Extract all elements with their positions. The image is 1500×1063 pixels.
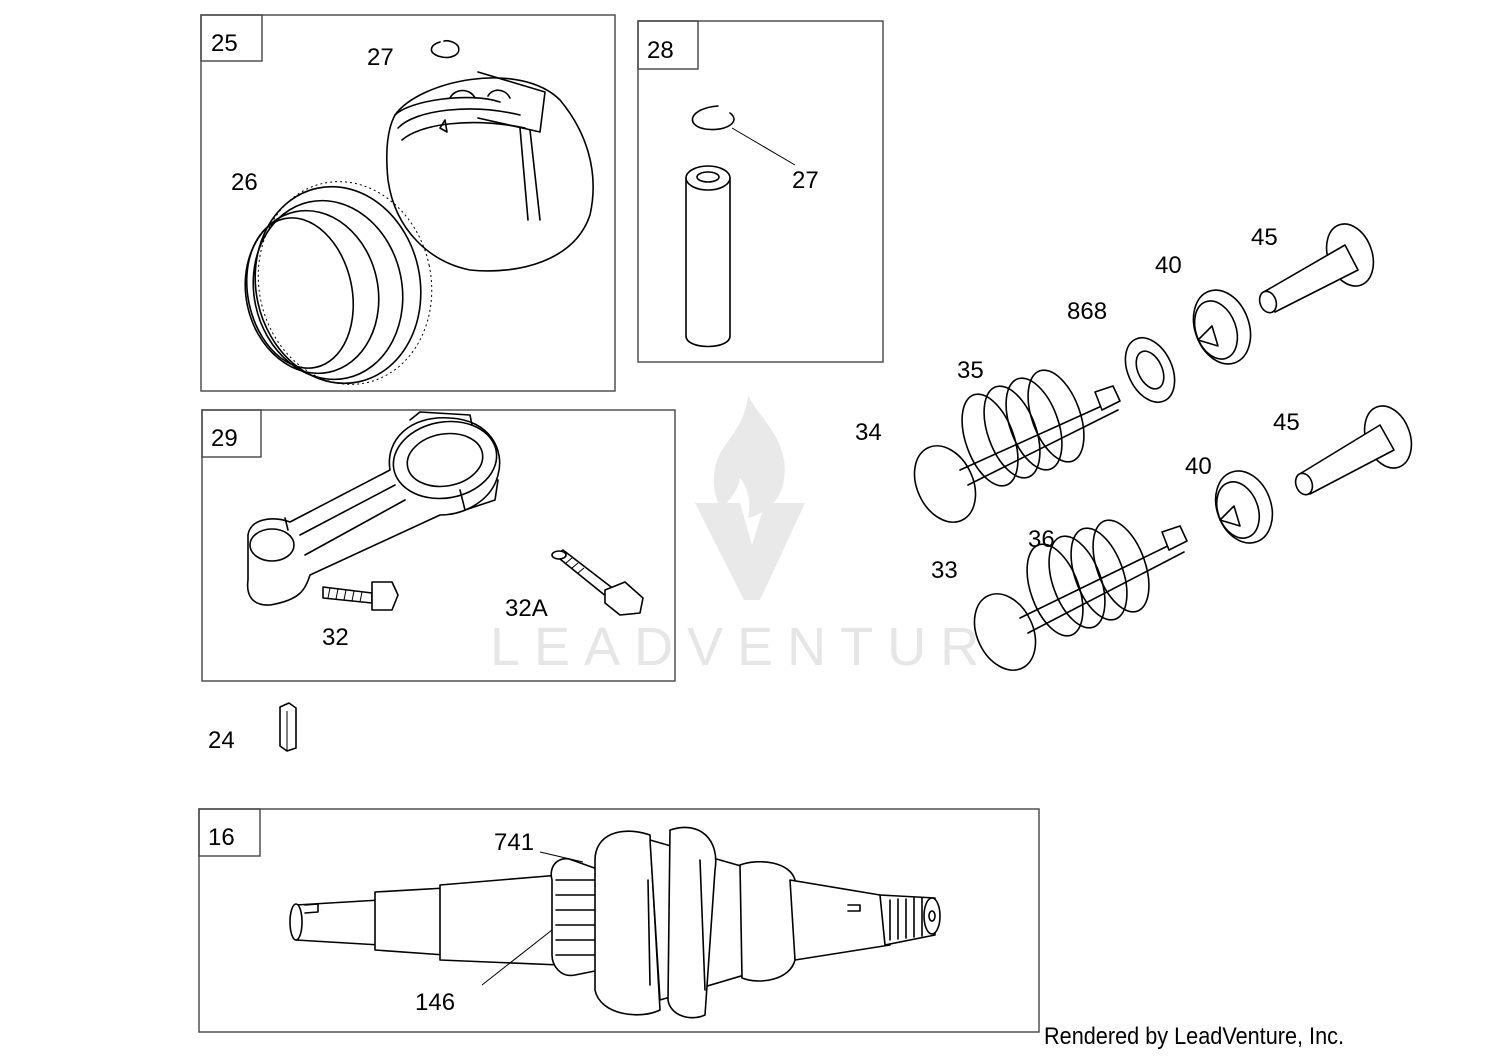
callout-45-lifter-top: 45 — [1251, 224, 1278, 251]
callout-40-retainer-top: 40 — [1155, 252, 1182, 279]
key-24: 24 — [208, 702, 297, 754]
group-28-tag-box — [637, 20, 699, 70]
spring-upper — [961, 369, 1085, 487]
lifter-upper — [1258, 223, 1375, 314]
callout-24-key: 24 — [208, 727, 235, 754]
callout-40-retainer-bottom: 40 — [1185, 453, 1212, 480]
crankshaft — [289, 826, 941, 1019]
watermark: LEADVENTURE — [490, 395, 1043, 677]
group-29-number: 29 — [211, 425, 238, 452]
leader-741 — [539, 851, 584, 863]
callout-868-washer: 868 — [1067, 298, 1107, 325]
watermark-flame-icon — [713, 395, 785, 518]
spring-lower — [1026, 519, 1150, 637]
callout-36-spring: 36 — [1028, 526, 1055, 553]
callout-34-valve: 34 — [855, 419, 882, 446]
group-29: 29 — [201, 409, 676, 682]
watermark-text: LEADVENTURE — [490, 617, 1043, 677]
callout-27-clip: 27 — [367, 44, 394, 71]
group-29-tag-box — [201, 409, 262, 458]
group-25-number: 25 — [211, 30, 238, 57]
leader-146 — [481, 929, 553, 986]
group-28: 28 27 — [637, 20, 884, 363]
retainer-lower — [1214, 470, 1274, 544]
valve-train: 34 35 868 40 45 45 40 36 33 — [855, 223, 1413, 671]
callout-26-rings: 26 — [231, 169, 258, 196]
callout-741-gear: 741 — [494, 829, 534, 856]
callout-45-lifter-bottom: 45 — [1273, 409, 1300, 436]
piston-pin — [685, 165, 731, 348]
retainer-upper — [1192, 289, 1252, 365]
credit-text: Rendered by LeadVenture, Inc. — [1044, 1023, 1344, 1050]
group-16-frame — [198, 808, 1040, 1033]
watermark-v-icon — [695, 503, 805, 600]
callout-35-spring: 35 — [957, 357, 984, 384]
rod-bolt-large — [551, 549, 644, 616]
callout-32a-bolt: 32A — [505, 595, 548, 622]
callout-33-valve: 33 — [931, 557, 958, 584]
rod-bolt-small — [322, 581, 399, 611]
callout-27-pin-clip: 27 — [792, 167, 819, 194]
piston-pin-clip — [430, 39, 460, 59]
piston-rings — [244, 181, 433, 385]
group-28-frame — [637, 20, 884, 363]
group-16-tag-box — [198, 808, 261, 857]
piston — [386, 71, 594, 272]
group-16: 16 741 14 — [198, 808, 1040, 1033]
washer-868 — [1124, 337, 1176, 403]
group-28-number: 28 — [647, 37, 674, 64]
group-25-frame — [200, 14, 616, 392]
group-25: 25 27 26 — [200, 14, 616, 392]
group-29-frame — [201, 409, 676, 682]
valve-upper — [913, 385, 1121, 523]
callout-32-bolt: 32 — [322, 624, 349, 651]
group-25-tag-box — [200, 14, 263, 62]
connecting-rod — [246, 411, 501, 606]
leader-27-pin — [731, 127, 796, 166]
lifter-lower — [1294, 405, 1413, 496]
group-16-number: 16 — [208, 824, 235, 851]
valve-lower — [973, 525, 1188, 671]
pin-clip — [691, 105, 735, 131]
callout-146-gear: 146 — [415, 989, 455, 1016]
